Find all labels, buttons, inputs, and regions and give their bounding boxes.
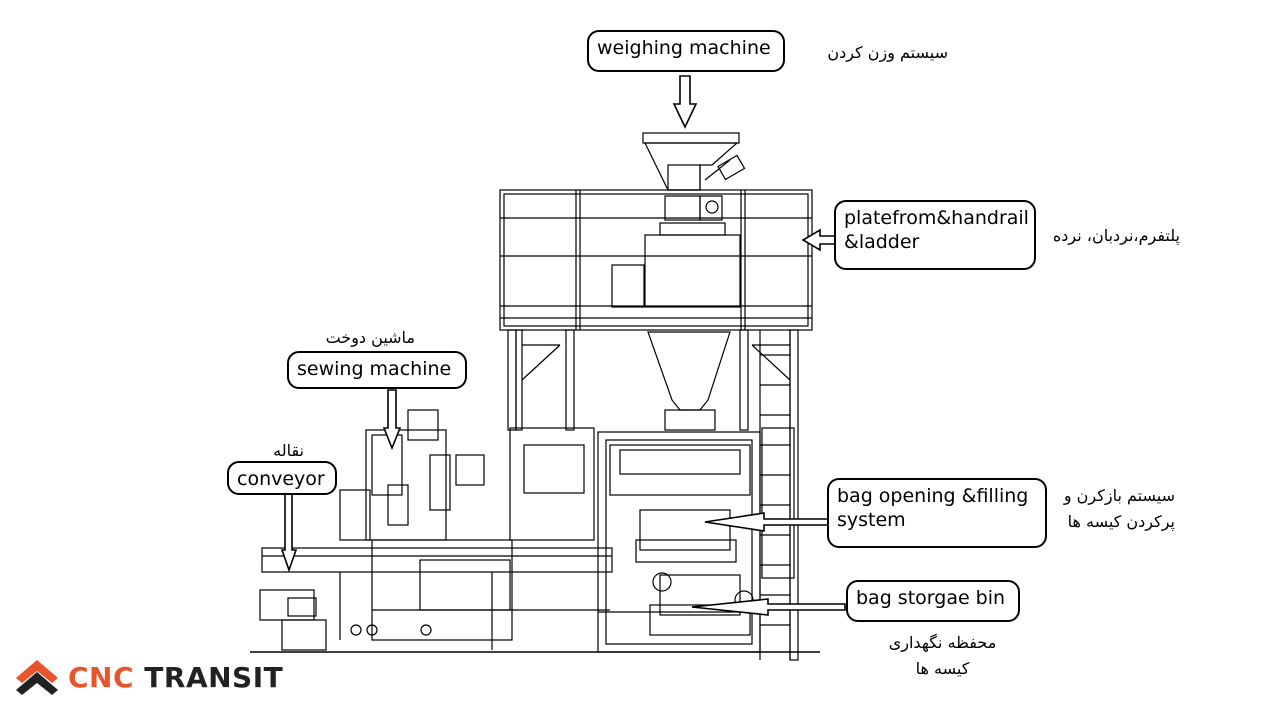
platform-frame xyxy=(499,189,813,331)
chevron-logo-icon xyxy=(16,660,58,695)
callout-platform: platefrom&handrail &ladder xyxy=(834,200,1036,270)
callout-sewing-machine: sewing machine xyxy=(287,351,467,389)
logo-cnc: CNC xyxy=(68,660,135,694)
conveyor-unit xyxy=(250,489,820,653)
logo-text: CNC TRANSIT xyxy=(68,661,283,694)
arrow-weighing xyxy=(672,75,698,129)
callout-bag-opening: bag opening &filling system xyxy=(827,478,1047,548)
label-sewing-fa: ماشین دوخت xyxy=(325,328,415,347)
callout-weighing-machine: weighing machine xyxy=(587,30,785,72)
arrow-bag-bin xyxy=(691,598,846,616)
brand-logo: CNC TRANSIT xyxy=(58,655,283,699)
arrows xyxy=(280,75,846,616)
arrow-bag-opening xyxy=(704,512,829,532)
label-bag-opening-fa: سیستم بازکرن و پرکردن کیسه ها xyxy=(1063,486,1175,531)
arrow-platform xyxy=(801,228,836,252)
label-bag-bin-fa: محفظه نگهداری کیسه ها xyxy=(888,633,997,678)
callout-bag-storage-bin: bag storgae bin xyxy=(846,580,1020,622)
support-structure xyxy=(507,329,799,661)
arrow-conveyor xyxy=(280,493,298,573)
label-conveyor-fa: نقاله xyxy=(273,441,304,460)
label-weighing-fa: سیستم وزن کردن xyxy=(827,43,948,62)
label-platform-fa: پلتفرم،نردبان، نرده xyxy=(1052,226,1180,245)
arrow-sewing xyxy=(382,389,402,451)
sewing-machine-unit xyxy=(365,409,485,541)
logo-transit: TRANSIT xyxy=(144,660,284,694)
callout-conveyor: conveyor xyxy=(227,461,337,495)
weighing-hopper xyxy=(642,132,746,191)
bag-filling-cabinet xyxy=(509,427,795,653)
